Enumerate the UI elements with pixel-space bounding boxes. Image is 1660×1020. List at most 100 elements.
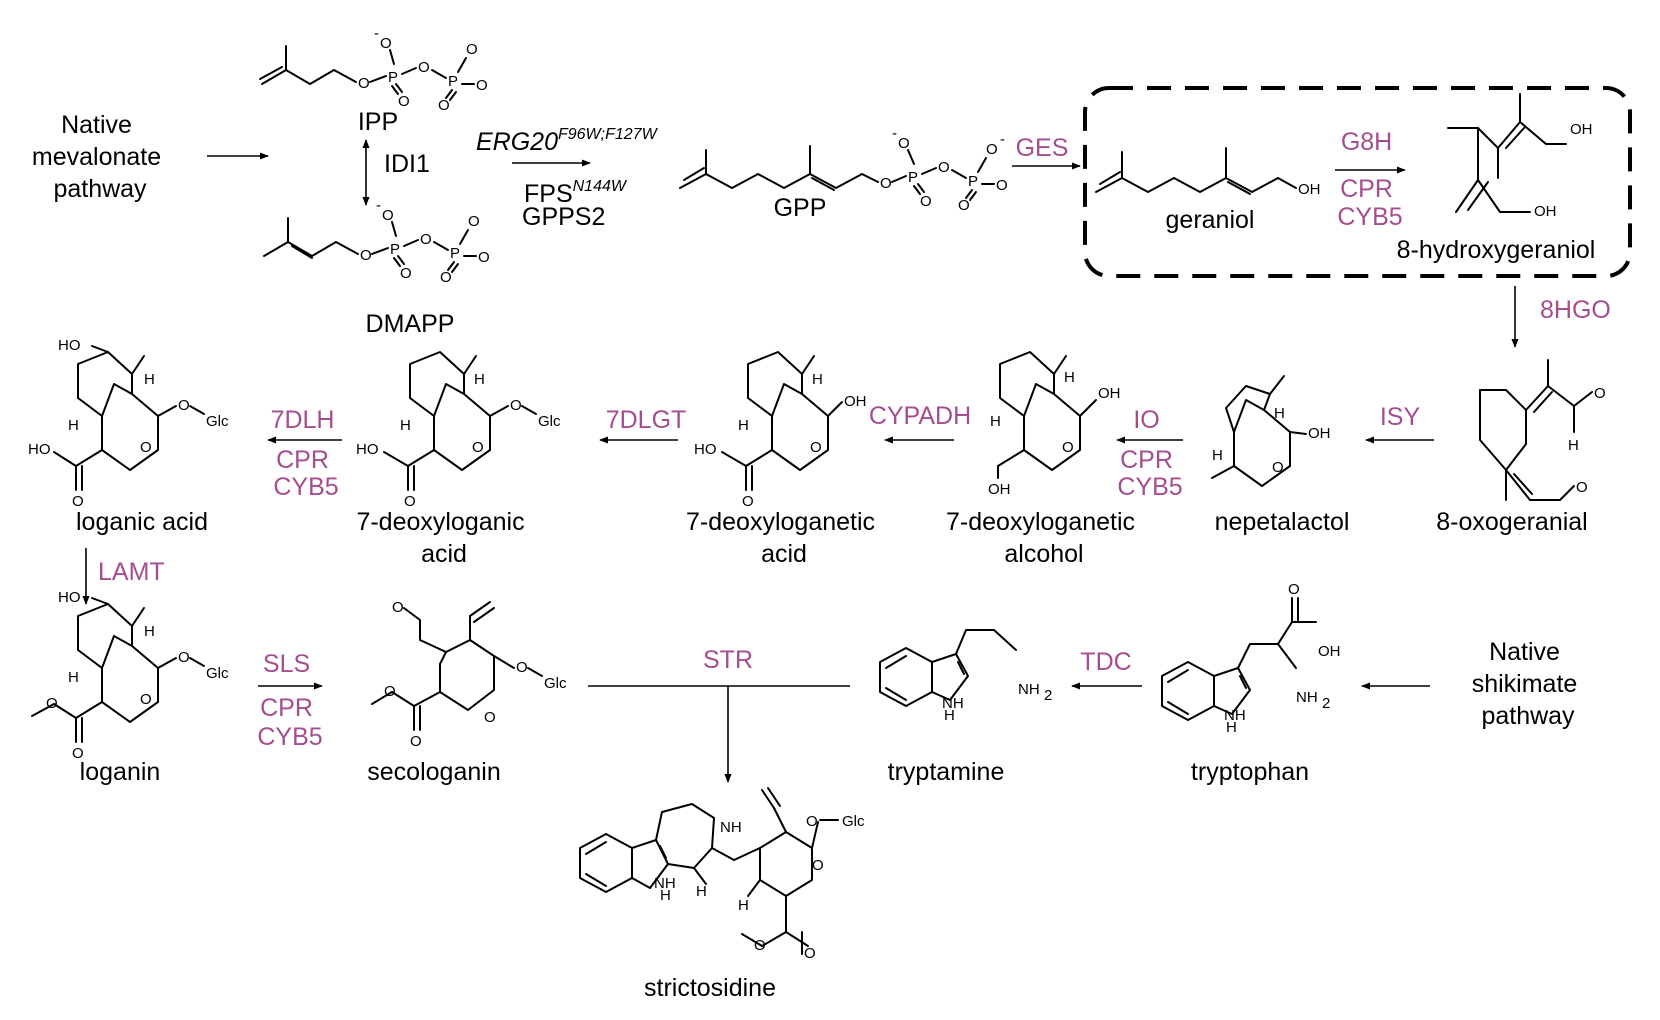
secologanin-structure: O O Glc O O O [371,599,567,750]
deoxyloganic-acid-structure: O Glc O H H HO O [356,351,561,510]
svg-text:O: O [72,493,84,510]
svg-text:O: O [920,193,932,210]
svg-text:HO: HO [58,337,81,354]
oxogeranial-label: 8-oxogeranial [1436,508,1588,536]
dmapp-label: DMAPP [366,310,455,338]
svg-text:H: H [68,417,79,434]
geraniol-label: geraniol [1166,206,1255,234]
deoxyloganetic-alcohol-structure: OH O H H OH [988,351,1121,498]
tryptamine-nh2: NH [1018,681,1040,698]
svg-text:O: O [1576,479,1588,496]
svg-text:O: O [392,599,404,616]
svg-text:O: O [1062,439,1074,456]
nepetalactol-structure: OH O H H [1211,375,1331,487]
svg-text:HO: HO [58,589,81,606]
shikimate-pathway-label: Native shikimate pathway [1472,638,1585,730]
svg-text:H: H [1212,447,1223,464]
svg-text:H: H [400,417,411,434]
enzyme-idi1: IDI1 [384,150,430,178]
svg-text:O: O [478,249,490,266]
loganin-structure: HO O Glc O H H O O [31,589,229,762]
svg-text:OH: OH [1534,203,1557,220]
svg-text:-: - [1000,131,1005,148]
svg-text:O: O [898,135,910,152]
svg-text:H: H [738,897,749,914]
enzyme-g8h: G8H CPR CYB5 [1337,128,1402,231]
svg-text:O: O [382,207,394,224]
svg-text:OH: OH [1298,181,1321,198]
svg-text:H: H [1226,719,1237,736]
enzyme-7dlh: 7DLH CPR CYB5 [271,406,342,501]
svg-text:P: P [388,69,398,86]
tryptophan-structure: O OH NH 2 H NH [1161,581,1341,736]
strictosidine-label: strictosidine [644,974,776,1002]
svg-text:O: O [400,265,412,282]
svg-text:O: O [472,439,484,456]
svg-text:H: H [696,883,707,900]
svg-text:O: O [466,41,478,58]
svg-text:O: O [742,493,754,510]
svg-text:H: H [474,371,485,388]
svg-text:H: H [144,623,155,640]
svg-text:O: O [404,493,416,510]
svg-text:H: H [1568,437,1579,454]
svg-text:HO: HO [356,441,379,458]
svg-text:Glc: Glc [842,813,865,830]
svg-text:O: O [1594,385,1606,402]
enzyme-str: STR [703,646,753,674]
svg-text:NH: NH [942,695,964,712]
loganic-acid-structure: HO O Glc O H H HO O [28,337,229,510]
svg-text:Glc: Glc [538,413,561,430]
svg-text:O: O [46,695,58,712]
loganin-label: loganin [80,758,161,786]
strictosidine-structure: NH H NH H H O Glc O O O [579,787,865,962]
svg-text:NH: NH [1296,689,1318,706]
svg-text:OH: OH [1098,385,1121,402]
svg-text:2: 2 [1322,695,1330,712]
enzyme-fps: FPSN144W [524,178,628,208]
svg-text:O: O [1288,581,1300,598]
svg-text:OH: OH [844,393,867,410]
enzyme-8hgo: 8HGO [1540,296,1611,324]
svg-text:NH: NH [720,819,742,836]
svg-text:O: O [810,439,822,456]
enzyme-isy: ISY [1380,403,1421,431]
svg-text:-: - [374,25,379,42]
reaction-arrows [82,139,1519,783]
svg-text:H: H [144,371,155,388]
deoxyloganetic-acid-structure: OH O H H HO O [694,351,867,510]
svg-text:O: O [140,691,152,708]
svg-text:OH: OH [1308,425,1331,442]
svg-text:OH: OH [1570,121,1593,138]
svg-text:O: O [72,745,84,762]
enzyme-gpps2: GPPS2 [522,203,605,231]
svg-text:O: O [140,439,152,456]
svg-text:O: O [476,77,488,94]
svg-text:Glc: Glc [206,413,229,430]
geraniol-structure: OH [1095,147,1321,198]
svg-text:P: P [448,73,458,90]
svg-text:O: O [420,231,432,248]
loganic-acid-label: loganic acid [76,508,208,536]
svg-text:O: O [418,59,430,76]
svg-text:O: O [178,397,190,414]
hydroxygeraniol-label: 8-hydroxygeraniol [1397,236,1596,264]
svg-text:O: O [986,141,998,158]
tryptamine-label: tryptamine [888,758,1005,786]
svg-text:H: H [944,707,955,724]
gpp-structure: O P O - O O P O - O O [679,125,1008,214]
enzyme-cypadh: CYPADH [869,402,971,430]
svg-text:P: P [968,173,978,190]
svg-text:O: O [510,397,522,414]
svg-text:O: O [996,177,1008,194]
svg-text:O: O [754,937,766,954]
dashed-box [1083,86,1632,278]
svg-text:H: H [738,417,749,434]
enzyme-sls: SLS CPR CYB5 [257,650,322,751]
tryptamine-structure: NH 2 H NH [879,629,1052,724]
svg-text:O: O [516,659,528,676]
svg-text:O: O [178,649,190,666]
svg-text:OH: OH [1318,643,1341,660]
svg-text:P: P [908,169,918,186]
